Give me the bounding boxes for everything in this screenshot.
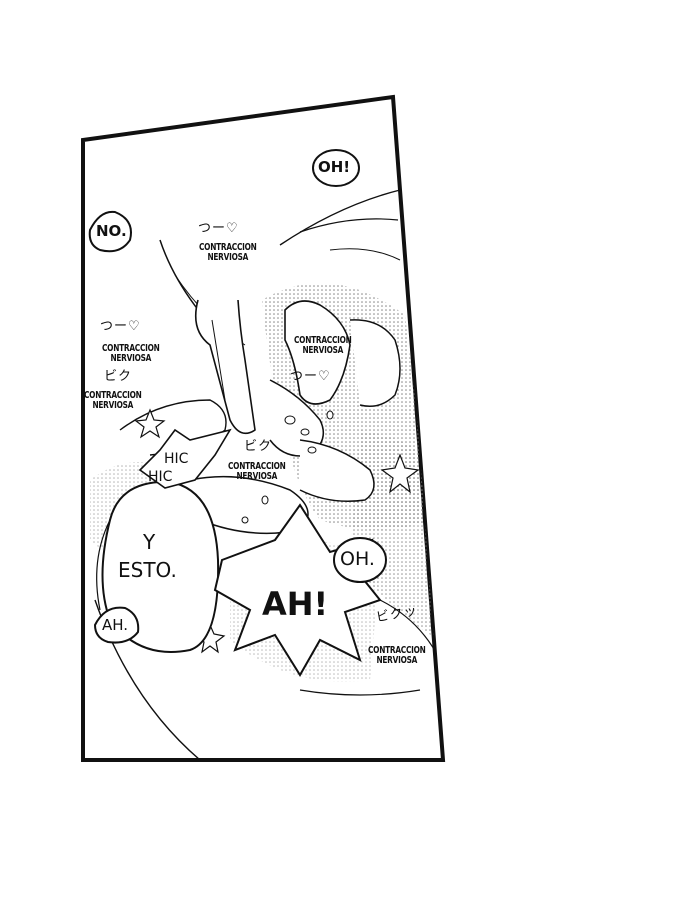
hic-text-1: HIC xyxy=(164,451,189,467)
hic-spike-bubble xyxy=(138,428,232,489)
sfx-contraccion-5: CONTRACCION NERVIOSA xyxy=(228,462,286,481)
sfx-jp-bi-1: ビク xyxy=(104,369,133,384)
sfx-contraccion-6-line1: CONTRACCION xyxy=(368,645,426,656)
sfx-contraccion-4-line2: NERVIOSA xyxy=(92,399,134,411)
oh-top-text: OH! xyxy=(318,158,351,176)
sfx-jp-tsu-1: つー♡ xyxy=(198,221,239,236)
sfx-contraccion-4: CONTRACCION NERVIOSA xyxy=(84,391,142,410)
sfx-contraccion-6: CONTRACCION NERVIOSA xyxy=(368,646,426,665)
y-text: Y xyxy=(143,530,156,554)
sfx-jp-tsu-2: つー♡ xyxy=(100,319,141,334)
ah-big-text: AH! xyxy=(262,585,329,623)
sfx-contraccion-3: CONTRACCION NERVIOSA xyxy=(102,344,160,363)
sfx-contraccion-5-line2: NERVIOSA xyxy=(236,470,278,482)
sfx-contraccion-3-line1: CONTRACCION xyxy=(102,343,160,354)
sfx-contraccion-1: CONTRACCION NERVIOSA xyxy=(199,243,257,262)
sfx-contraccion-1-line2: NERVIOSA xyxy=(207,251,249,263)
sfx-contraccion-2-line2: NERVIOSA xyxy=(302,344,344,356)
sfx-contraccion-1-line1: CONTRACCION xyxy=(199,242,257,253)
oh-mid-bubble xyxy=(333,537,387,583)
sfx-contraccion-2-line1: CONTRACCION xyxy=(294,335,352,346)
sfx-jp-bi-2: ビク xyxy=(244,439,273,454)
sfx-contraccion-6-line2: NERVIOSA xyxy=(376,654,418,666)
sfx-contraccion-4-line1: CONTRACCION xyxy=(84,390,142,401)
sfx-jp-tsu-3: つー♡ xyxy=(290,369,331,384)
oh-top-bubble xyxy=(312,149,360,187)
ah-burst-bubble xyxy=(213,503,382,677)
no-bubble xyxy=(88,210,132,253)
ah-small-bubble xyxy=(93,606,140,644)
hic-text-2: HIC xyxy=(148,469,173,485)
sfx-contraccion-2: CONTRACCION NERVIOSA xyxy=(294,336,352,355)
sfx-contraccion-3-line2: NERVIOSA xyxy=(110,352,152,364)
ah-small-text: AH. xyxy=(102,616,129,634)
no-text: NO. xyxy=(96,222,127,240)
oh-mid-text: OH. xyxy=(340,548,375,570)
esto-text: ESTO. xyxy=(118,558,177,582)
sfx-contraccion-5-line1: CONTRACCION xyxy=(228,461,286,472)
